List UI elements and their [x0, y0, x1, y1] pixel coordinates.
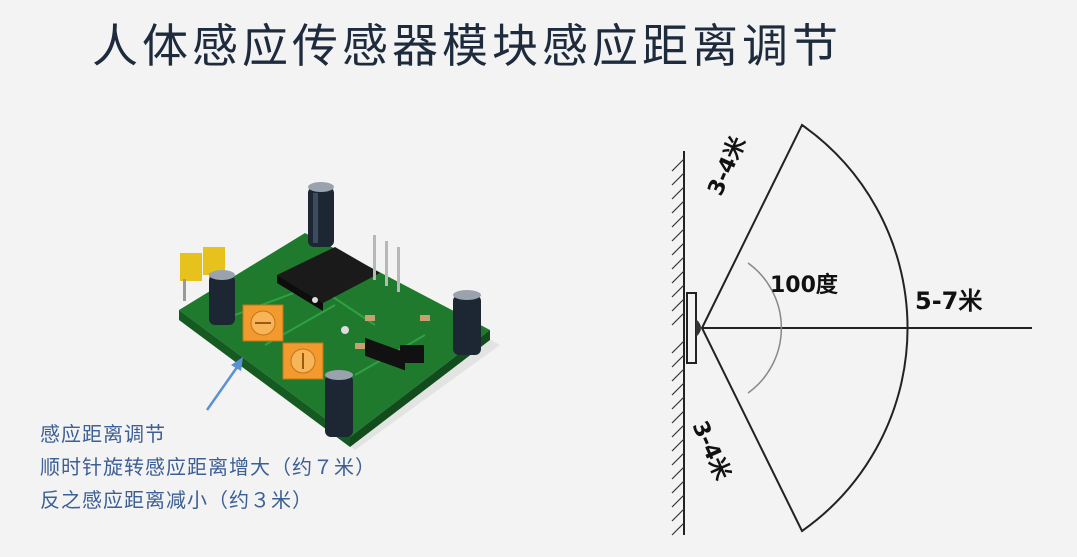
ic-chip [277, 247, 380, 303]
pir-module-board [179, 182, 500, 450]
angle-arc [747, 262, 783, 394]
sensor-housing [686, 292, 697, 364]
adjustment-caption: 感应距离调节 顺时针旋转感应距离增大（约７米） 反之感应距离减小（约３米） [40, 418, 376, 517]
caption-line-2: 顺时针旋转感应距离增大（约７米） [40, 455, 376, 479]
range-svg [671, 123, 1032, 536]
capacitor-right [453, 290, 481, 355]
header-pins [365, 235, 405, 371]
transistor [400, 345, 424, 363]
capacitor-left [209, 270, 235, 325]
angle-label: 100度 [770, 273, 838, 298]
sensor-lens [696, 319, 701, 337]
range-label: 5-7米 [915, 287, 983, 315]
caption-line-3: 反之感应距离减小（约３米） [40, 488, 313, 512]
sensor-board-image [165, 175, 505, 465]
capacitor-bottom [325, 370, 353, 437]
caption-line-1: 感应距离调节 [40, 422, 166, 446]
potentiometer-distance [242, 304, 284, 342]
detection-range-diagram: 100度 5-7米 3-4米 3-4米 [660, 115, 1060, 545]
capacitor-top [308, 182, 334, 247]
arrow-to-potentiometer [205, 357, 243, 411]
wall-hatching [671, 158, 685, 536]
potentiometer-time [282, 342, 324, 380]
pcb-board [179, 233, 490, 437]
slide-title: 人体感应传感器模块感应距离调节 [92, 19, 842, 73]
